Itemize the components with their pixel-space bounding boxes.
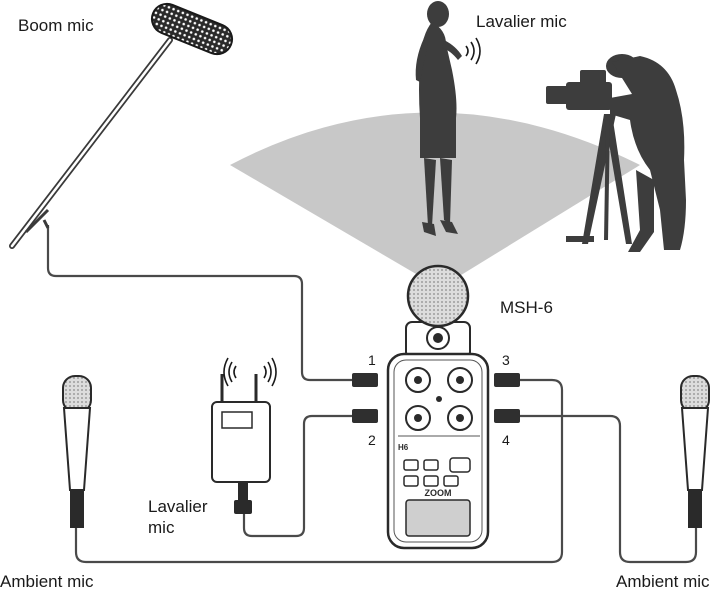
- boom-mic-icon: [9, 2, 234, 249]
- cables: [46, 225, 698, 564]
- connectors: [352, 373, 520, 423]
- ambient-mic-right-icon: [680, 375, 710, 528]
- recorder-brand: ZOOM: [425, 488, 452, 498]
- label-boom-mic: Boom mic: [18, 16, 94, 35]
- h6-recorder-icon: [386, 352, 490, 550]
- input-number-2: 2: [368, 432, 376, 448]
- recorder-model: H6: [398, 443, 409, 452]
- lavalier-sound-waves-icon: [465, 37, 481, 65]
- cable-boom-mic: [46, 225, 356, 382]
- receiver-sound-waves-icon: [223, 357, 277, 387]
- input-number-1: 1: [368, 352, 376, 368]
- ambient-mic-left-icon: [62, 375, 92, 528]
- input-number-4: 4: [502, 432, 510, 448]
- label-lavalier-mic-bottom-2: mic: [148, 518, 175, 537]
- cable-ambient-right: [520, 414, 698, 564]
- label-ambient-mic-right: Ambient mic: [616, 572, 710, 591]
- input-number-3: 3: [502, 352, 510, 368]
- label-lavalier-mic-top: Lavalier mic: [476, 12, 567, 31]
- presenter-silhouette-icon: [415, 1, 462, 236]
- label-lavalier-mic-bottom-1: Lavalier: [148, 497, 208, 516]
- cable-ambient-left: [74, 378, 564, 564]
- cameraman-silhouette-icon: [546, 54, 686, 252]
- label-ambient-mic-left: Ambient mic: [0, 572, 94, 591]
- label-msh6: MSH-6: [500, 298, 553, 317]
- wireless-receiver-icon: [211, 374, 271, 514]
- cable-lavalier-receiver: [242, 414, 356, 538]
- msh6-capsule-icon: [405, 264, 471, 359]
- pickup-area: [230, 112, 640, 288]
